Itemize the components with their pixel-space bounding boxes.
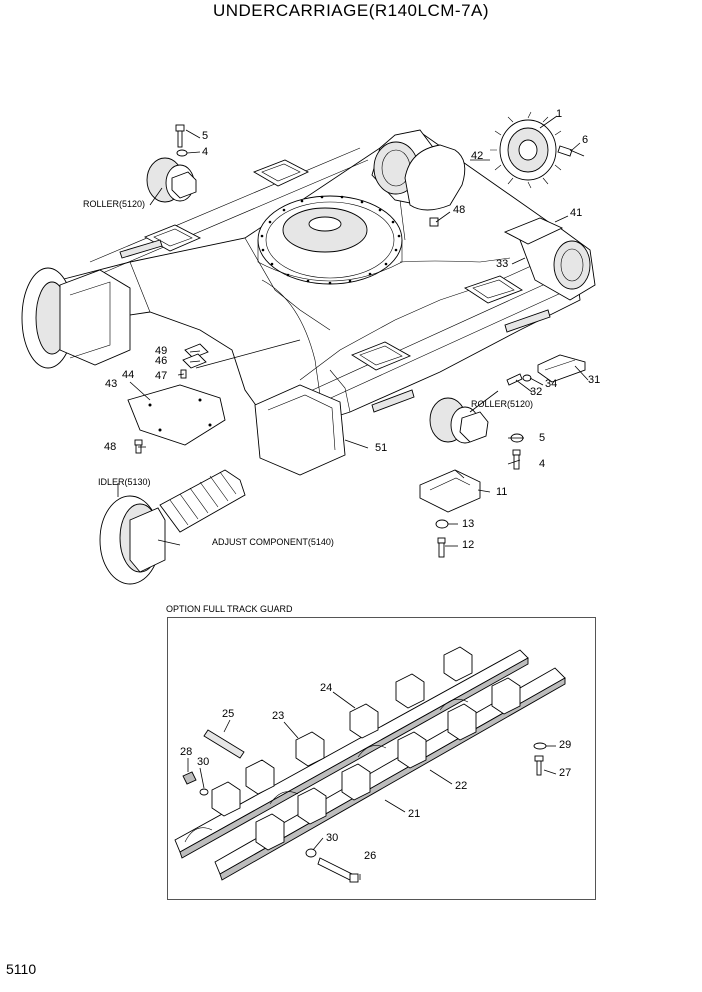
- page-title: UNDERCARRIAGE(R140LCM-7A): [212, 1, 490, 20]
- part-label-6: 6: [582, 134, 589, 146]
- rear-housing: [519, 227, 596, 301]
- rail-shoe-31: [537, 354, 586, 383]
- part-label-24: 24: [320, 682, 333, 694]
- recoil-spring-icon: [159, 469, 246, 533]
- part-label-47: 47: [155, 370, 168, 382]
- part-label-1: 1: [556, 108, 563, 120]
- part-label-5b: 5: [539, 432, 546, 444]
- part-label-34: 34: [545, 378, 558, 390]
- part-label-48: 48: [453, 204, 466, 216]
- part-label-22: 22: [455, 780, 468, 792]
- part-label-32: 32: [530, 386, 543, 398]
- track-roller-icon: [146, 157, 197, 203]
- part-label-44: 44: [122, 369, 135, 381]
- rail-guides: [119, 239, 551, 413]
- part-label-31: 31: [588, 374, 601, 386]
- part-label-29: 29: [559, 739, 572, 751]
- part-label-49: 49: [155, 345, 168, 357]
- cover-plate-43: [127, 384, 226, 446]
- inset-frame: [167, 617, 596, 900]
- part-label-12: 12: [462, 539, 475, 551]
- part-label-28: 28: [180, 746, 193, 758]
- bolt-icon: [175, 124, 188, 157]
- cover-plate-42: [404, 144, 466, 211]
- front-idler-end: [21, 267, 131, 369]
- rear-frame-end: [254, 384, 346, 476]
- nut-washer-set: [182, 742, 547, 858]
- swing-ring-mount: [257, 195, 403, 285]
- cover-plate-41: [503, 217, 564, 245]
- part-label-25: 25: [222, 708, 235, 720]
- part-label-30: 30: [197, 756, 210, 768]
- part-label-30b: 30: [326, 832, 339, 844]
- part-label-41: 41: [570, 207, 583, 219]
- roller-callout-upper: ROLLER(5120): [83, 199, 146, 209]
- inset-title: OPTION FULL TRACK GUARD: [166, 604, 293, 614]
- part-label-48b: 48: [104, 441, 117, 453]
- part-label-4: 4: [202, 146, 209, 158]
- part-label-27: 27: [559, 767, 572, 779]
- adjust-component-callout: ADJUST COMPONENT(5140): [212, 537, 334, 547]
- part-label-43: 43: [105, 378, 118, 390]
- part-label-23: 23: [272, 710, 285, 722]
- page-number: 5110: [6, 961, 37, 977]
- part-label-5: 5: [202, 130, 209, 142]
- pin-25: [203, 729, 245, 759]
- part-label-26: 26: [364, 850, 377, 862]
- part-label-42: 42: [471, 150, 484, 162]
- part-label-46: 46: [155, 355, 168, 367]
- track-guard-upper: [174, 646, 529, 859]
- part-label-21: 21: [408, 808, 421, 820]
- part-label-4b: 4: [539, 458, 546, 470]
- idler-callout: IDLER(5130): [98, 477, 151, 487]
- part-label-13: 13: [462, 518, 475, 530]
- track-guard-lower: [214, 667, 566, 881]
- track-roller-lower: [429, 397, 489, 444]
- roller-callout-lower: ROLLER(5120): [471, 399, 534, 409]
- inset-leader-lines: [187, 691, 557, 880]
- bolt-icon: [317, 755, 544, 883]
- part-label-51: 51: [375, 442, 388, 454]
- part-label-33: 33: [496, 258, 509, 270]
- part-label-11: 11: [496, 486, 508, 498]
- sprocket-gear-icon: [490, 111, 566, 189]
- idler-wheel-icon: [99, 495, 166, 585]
- leader-lines: [117, 115, 589, 547]
